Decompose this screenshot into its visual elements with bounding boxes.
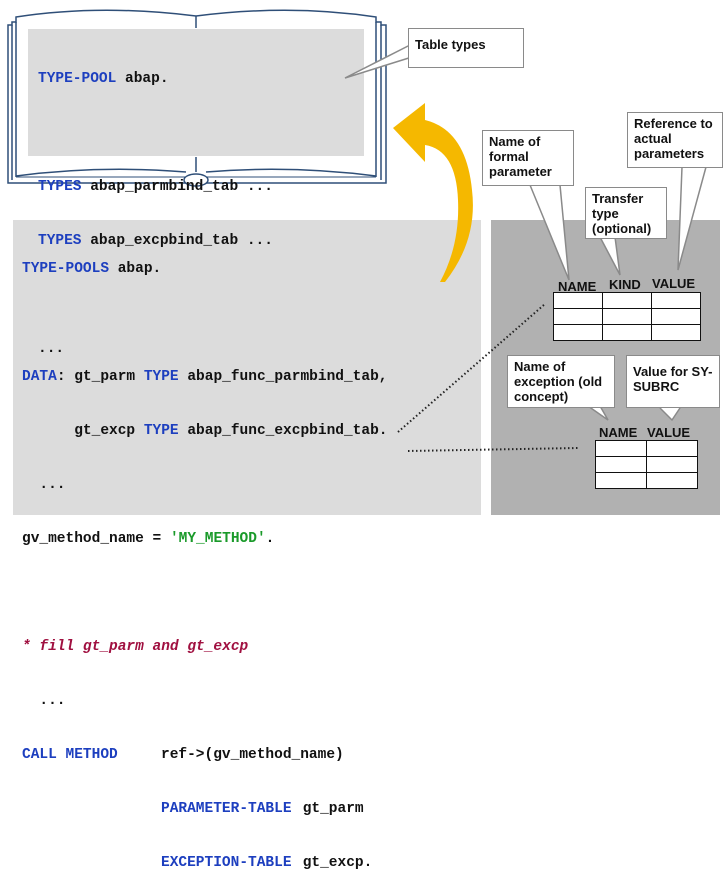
code-line: ... — [22, 477, 66, 493]
yellow-arrow-icon — [393, 103, 473, 282]
code-line: ... — [22, 693, 66, 709]
code-comment: * fill gt_parm and gt_excp — [22, 639, 249, 655]
parm-col-kind: KIND — [609, 277, 641, 292]
type-pool-code-box — [28, 29, 364, 156]
book-line: TYPE-POOL abap. — [38, 71, 169, 87]
table-row — [553, 292, 701, 309]
parameter-table-link — [397, 303, 546, 433]
callout-name-exception: Name of exception (old concept) — [507, 355, 615, 408]
table-types-callout-tail — [344, 43, 413, 79]
excp-col-name: NAME — [599, 425, 638, 440]
code-line: gv_method_name = 'MY_METHOD'. — [22, 531, 275, 547]
table-row — [553, 308, 701, 325]
parm-col-value: VALUE — [652, 276, 696, 291]
table-row — [595, 440, 698, 457]
callout-reference-actual: Reference to actual parameters — [627, 112, 723, 168]
callout-transfer-type: Transfer type (optional) — [585, 187, 667, 239]
book-line: TYPES abap_parmbind_tab ... — [38, 179, 273, 195]
exception-table-link — [407, 447, 579, 452]
excp-col-value: VALUE — [647, 425, 691, 440]
code-line: TYPE-POOLS abap. — [22, 261, 162, 277]
callout-name-formal: Name of formal parameter — [482, 130, 574, 186]
exception-table — [595, 440, 698, 489]
type-pool-code: TYPE-POOL abap. ​ TYPES abap_parmbind_ta… — [38, 34, 273, 376]
table-row — [595, 456, 698, 473]
callout-value-subrc: Value for SY-SUBRC — [626, 355, 720, 408]
code-panel — [13, 220, 481, 515]
parm-col-name: NAME — [558, 279, 597, 294]
code-line: gt_excp TYPE abap_func_excpbind_tab. — [22, 423, 388, 439]
book-line: TYPES abap_excpbind_tab ... — [38, 233, 273, 249]
table-row — [595, 472, 698, 489]
code-line: PARAMETER-TABLE gt_parm​ — [161, 801, 364, 817]
parameter-table — [553, 292, 701, 341]
code-line: EXCEPTION-TABLE gt_excp.​ — [161, 855, 373, 871]
book-line: ... — [38, 341, 65, 357]
code-line: DATA: gt_parm TYPE abap_func_parmbind_ta… — [22, 369, 388, 385]
connectors-layer — [344, 43, 707, 452]
abap-code: TYPE-POOLS abap. ​ DATA: gt_parm TYPE ab… — [22, 224, 387, 890]
table-row — [553, 324, 701, 341]
callout-table-types: Table types — [408, 28, 524, 68]
